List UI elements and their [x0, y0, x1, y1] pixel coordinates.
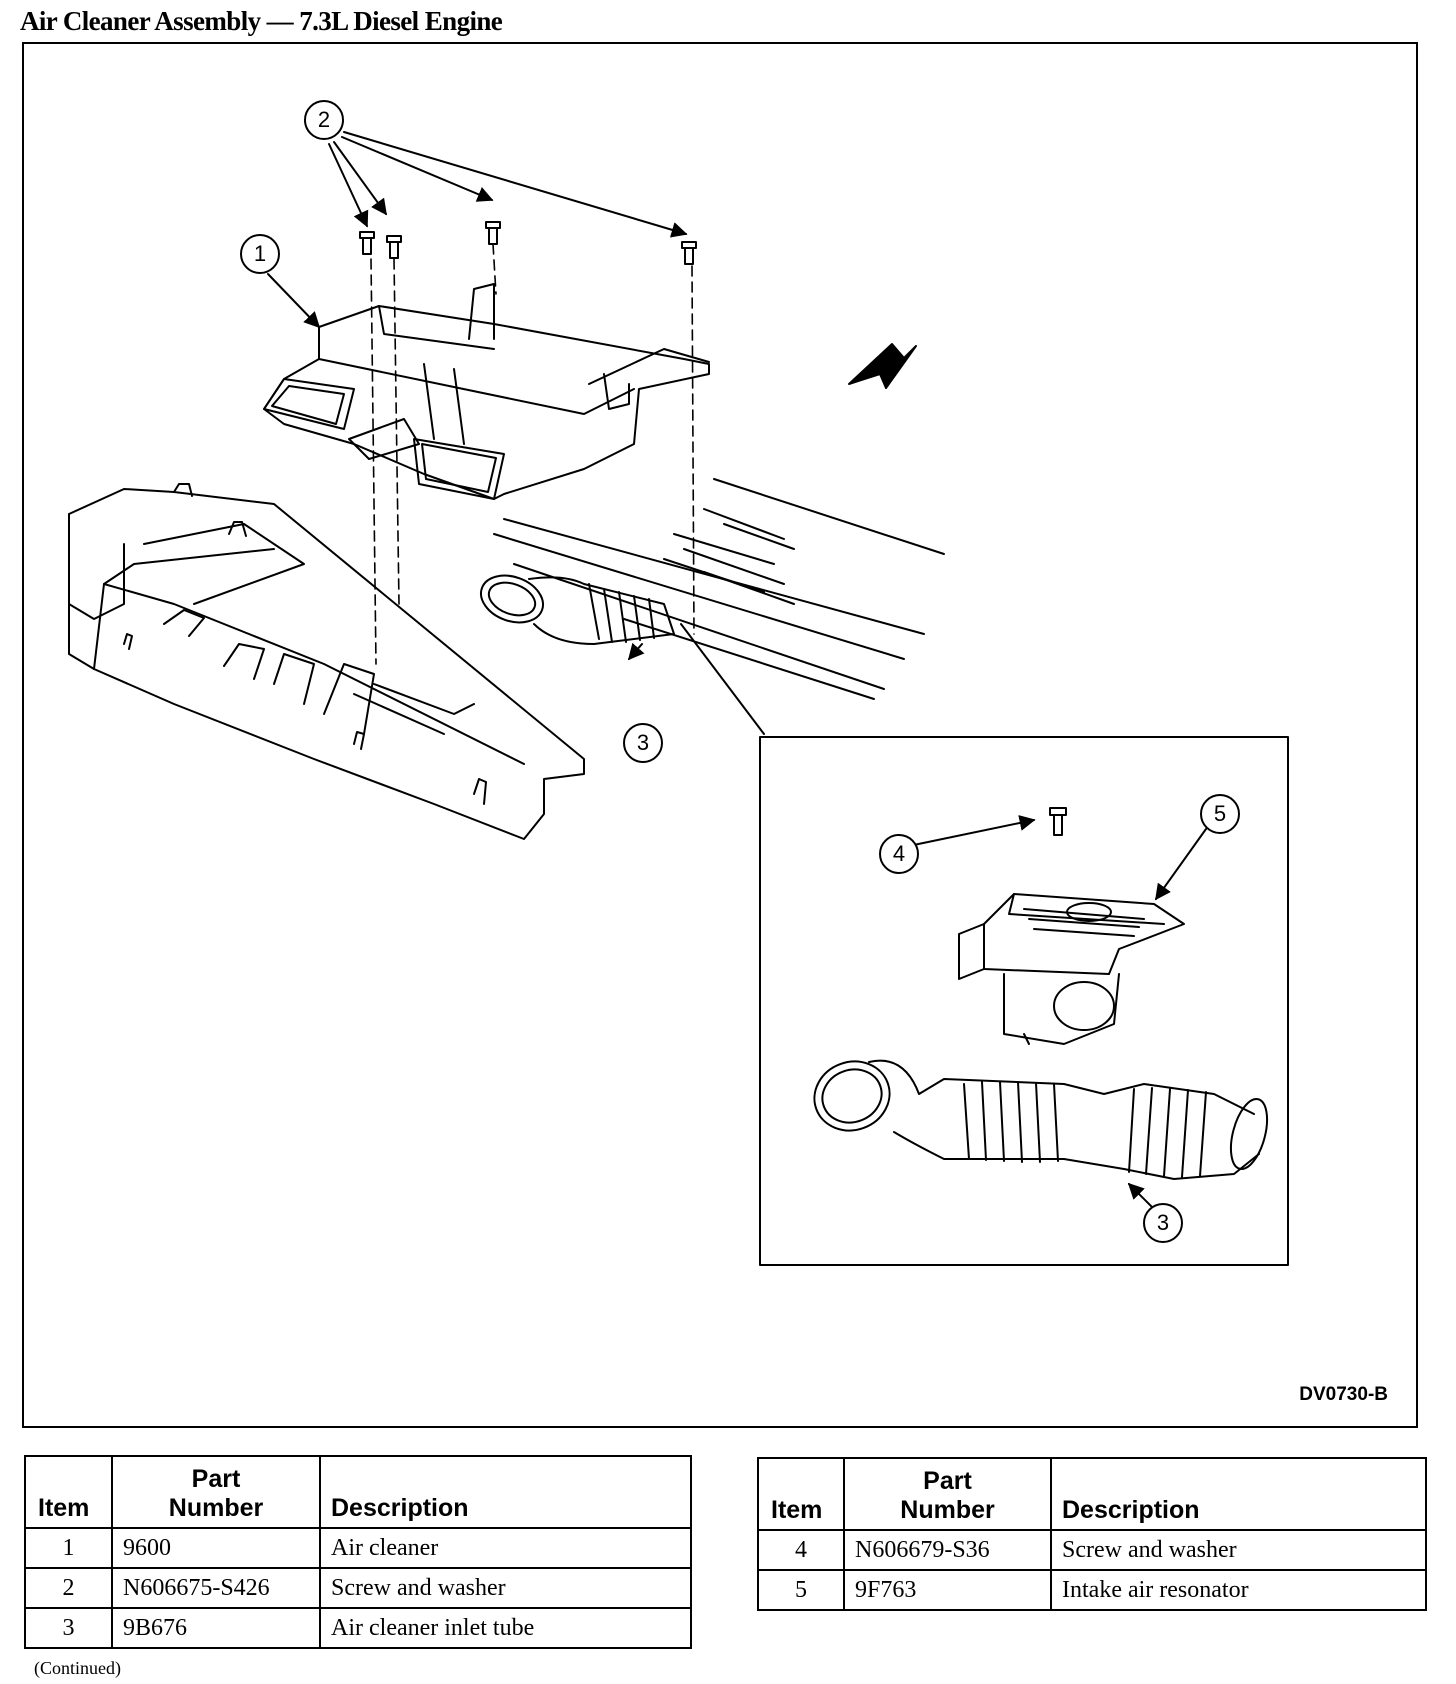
page-title: Air Cleaner Assembly — 7.3L Diesel Engin…	[20, 6, 503, 36]
description-cell: Air cleaner inlet tube	[319, 1607, 692, 1649]
part-number-cell: N606679-S36	[843, 1529, 1052, 1571]
callout-1: 1	[240, 234, 280, 274]
inlet-tube-main	[480, 574, 765, 735]
callout-2: 2	[304, 100, 344, 140]
callout-5: 5	[1200, 794, 1240, 834]
fender-panel-lines	[493, 478, 945, 700]
callout-4: 4	[879, 834, 919, 874]
description-cell: Screw and washer	[319, 1567, 692, 1609]
header-description: Description	[319, 1455, 692, 1529]
detail-screw-item-4	[903, 807, 1067, 848]
part-number-cell: N606675-S426	[111, 1567, 321, 1609]
radiator-support	[68, 483, 585, 840]
header-description: Description	[1050, 1457, 1427, 1531]
detail-inlet-tube	[813, 1059, 1269, 1215]
table-row: 1 9600 Air cleaner	[24, 1527, 692, 1569]
exploded-diagram: 2 1 3 4 5 3 DV0730-B	[22, 42, 1418, 1428]
screws-item-2	[359, 221, 697, 265]
callout-3-detail: 3	[1143, 1203, 1183, 1243]
alignment-lines	[370, 243, 695, 665]
table-row: 2 N606675-S426 Screw and washer	[24, 1567, 692, 1609]
item-cell: 2	[24, 1567, 113, 1609]
table-row: 4 N606679-S36 Screw and washer	[757, 1529, 1427, 1571]
figure-code: DV0730-B	[1299, 1384, 1388, 1405]
item-cell: 4	[757, 1529, 845, 1571]
front-direction-arrow	[848, 343, 917, 389]
description-cell: Screw and washer	[1050, 1529, 1427, 1571]
callout-3-main: 3	[623, 723, 663, 763]
leader-line-item-1	[267, 273, 321, 329]
item-cell: 1	[24, 1527, 113, 1569]
description-cell: Air cleaner	[319, 1527, 692, 1569]
part-number-cell: 9B676	[111, 1607, 321, 1649]
item-cell: 3	[24, 1607, 113, 1649]
description-cell: Intake air resonator	[1050, 1569, 1427, 1611]
item-cell: 5	[757, 1569, 845, 1611]
detail-resonator-item-5	[958, 828, 1207, 1045]
continued-note: (Continued)	[34, 1658, 121, 1678]
diagram-drawing	[68, 131, 1289, 1266]
part-number-cell: 9F763	[843, 1569, 1052, 1611]
header-item: Item	[24, 1455, 113, 1529]
leader-lines-item-2	[328, 131, 688, 238]
table-row: 5 9F763 Intake air resonator	[757, 1569, 1427, 1611]
header-item: Item	[757, 1457, 845, 1531]
air-cleaner-housing	[263, 283, 710, 500]
table-row: 3 9B676 Air cleaner inlet tube	[24, 1607, 692, 1649]
detail-inset-box	[759, 736, 1289, 1266]
part-number-cell: 9600	[111, 1527, 321, 1569]
